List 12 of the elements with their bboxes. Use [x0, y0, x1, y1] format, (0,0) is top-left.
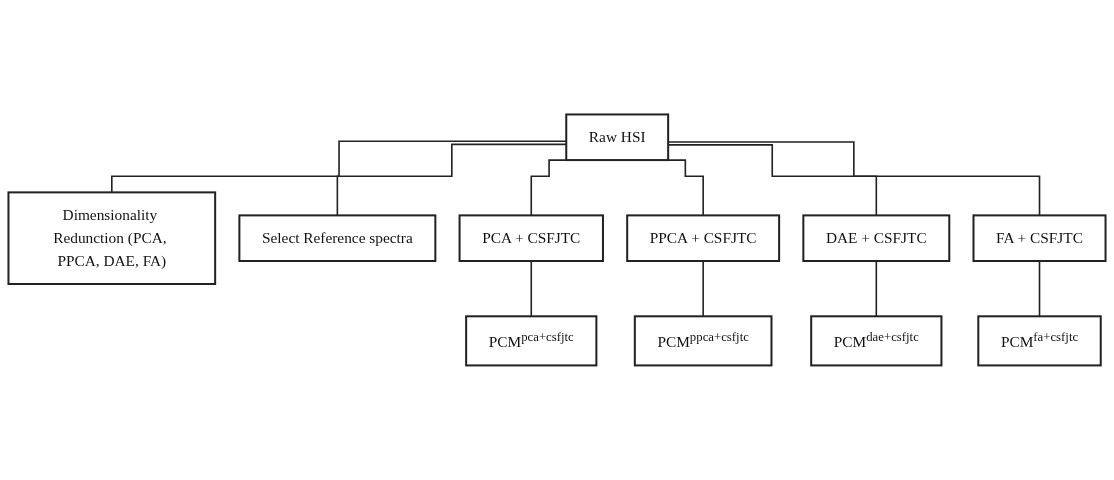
flowchart: Raw HSI Dimensionality Redunction (PCA, PPCA, DAE, FA) Select Reference spectra PCA + CSFJTC PPCA + CSFJTC DAE + CSFJTC FA + CSFJTC PCM$^{pca+csfjtc}$ PCM$^{ppca+csfjtc}$ PCM$^{dae+csfjtc}$ PCM$^{fa+csfjtc}$ [2, 108, 1112, 372]
node-box [810, 315, 943, 367]
node-box [626, 214, 781, 263]
node-box [7, 191, 217, 286]
node-box [238, 214, 437, 263]
node-box [465, 315, 598, 367]
node-box [977, 315, 1102, 367]
node-box [565, 113, 670, 162]
node-box [802, 214, 951, 263]
node-box [633, 315, 773, 367]
node-box [458, 214, 604, 263]
node-box [972, 214, 1107, 263]
